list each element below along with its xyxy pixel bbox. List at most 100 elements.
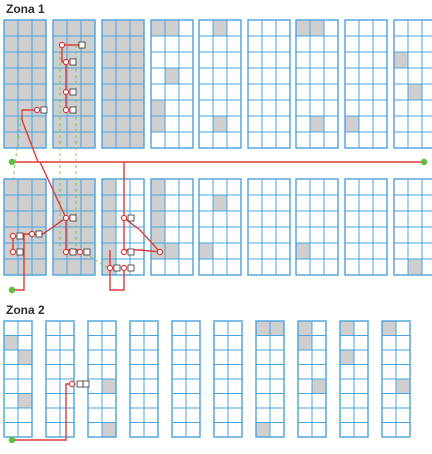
shelf-cell bbox=[353, 320, 369, 336]
shelf-cell bbox=[295, 258, 311, 276]
shelf-cell bbox=[164, 226, 180, 244]
shelf-cell bbox=[297, 335, 313, 351]
shelf-cell bbox=[269, 393, 285, 409]
shelf-cell bbox=[129, 194, 145, 212]
square-tag-icon bbox=[69, 106, 77, 114]
shelf-cell bbox=[309, 242, 325, 260]
circle-marker-icon bbox=[9, 232, 17, 240]
shelf-cell bbox=[295, 226, 311, 244]
shelf-cell bbox=[261, 19, 277, 37]
shelf-cell bbox=[171, 364, 187, 380]
shelf-cell bbox=[185, 378, 201, 394]
shelf-cell bbox=[344, 210, 360, 228]
shelf-cell bbox=[52, 258, 68, 276]
shelf-cell bbox=[269, 378, 285, 394]
shelf-cell bbox=[115, 83, 131, 101]
shelf-cell bbox=[295, 131, 311, 149]
shelf-cell bbox=[212, 178, 228, 196]
shelf-cell bbox=[261, 226, 277, 244]
shelf-cell bbox=[311, 320, 327, 336]
shelf-cell bbox=[17, 178, 33, 196]
shelf-cell bbox=[178, 210, 194, 228]
shelf-cell bbox=[185, 320, 201, 336]
shelf-cell bbox=[353, 378, 369, 394]
shelf-cell bbox=[3, 115, 19, 133]
shelf-cell bbox=[311, 349, 327, 365]
shelf-cell bbox=[185, 364, 201, 380]
shelf-cell bbox=[17, 320, 33, 336]
shelf-cell bbox=[261, 99, 277, 117]
shelf-cell bbox=[227, 393, 243, 409]
shelf-cell bbox=[269, 407, 285, 423]
square-tag-icon bbox=[127, 214, 135, 222]
shelf-cell bbox=[226, 226, 242, 244]
zone2-shelf-9 bbox=[339, 320, 369, 438]
circle-marker-icon bbox=[28, 230, 36, 238]
shelf-cell bbox=[17, 19, 33, 37]
shelf-cell bbox=[213, 335, 229, 351]
shelf-cell bbox=[372, 258, 388, 276]
shelf-cell bbox=[17, 364, 33, 380]
zone2-shelf-6 bbox=[213, 320, 243, 438]
shelf-cell bbox=[358, 83, 374, 101]
shelf-cell bbox=[178, 51, 194, 69]
shelf-cell bbox=[150, 226, 166, 244]
shelf-cell bbox=[339, 378, 355, 394]
shelf-cell bbox=[372, 131, 388, 149]
shelf-cell bbox=[407, 35, 423, 53]
shelf-cell bbox=[150, 35, 166, 53]
shelf-cell bbox=[31, 178, 47, 196]
shelf-cell bbox=[407, 258, 423, 276]
shelf-cell bbox=[17, 378, 33, 394]
shelf-cell bbox=[3, 35, 19, 53]
shelf-cell bbox=[171, 422, 187, 438]
zone1-bottom-shelf-6 bbox=[247, 178, 291, 276]
shelf-cell bbox=[323, 35, 339, 53]
shelf-cell bbox=[3, 194, 19, 212]
shelf-cell bbox=[178, 19, 194, 37]
green-dot-icon bbox=[420, 158, 428, 166]
shelf-cell bbox=[3, 407, 19, 423]
shelf-cell bbox=[101, 226, 117, 244]
shelf-cell bbox=[66, 131, 82, 149]
shelf-cell bbox=[150, 99, 166, 117]
shelf-cell bbox=[395, 407, 411, 423]
shelf-cell bbox=[269, 422, 285, 438]
square-tag-icon bbox=[113, 264, 121, 272]
shelf-outline bbox=[101, 178, 145, 276]
route-top-left bbox=[21, 109, 39, 163]
shelf-cell bbox=[421, 99, 432, 117]
shelf-cell bbox=[171, 393, 187, 409]
shelf-cell bbox=[309, 194, 325, 212]
shelf-cell bbox=[344, 178, 360, 196]
shelf-cell bbox=[407, 226, 423, 244]
shelf-cell bbox=[372, 194, 388, 212]
shelf-cell bbox=[178, 115, 194, 133]
shelf-cell bbox=[275, 115, 291, 133]
shelf-cell bbox=[393, 210, 409, 228]
shelf-outline bbox=[295, 178, 339, 276]
shelf-cell bbox=[421, 131, 432, 149]
shelf-cell bbox=[178, 67, 194, 85]
shelf-cell bbox=[311, 378, 327, 394]
shelf-cell bbox=[31, 67, 47, 85]
shelf-cell bbox=[247, 194, 263, 212]
shelf-cell bbox=[295, 19, 311, 37]
shelf-cell bbox=[372, 178, 388, 196]
shelf-cell bbox=[129, 35, 145, 53]
shelf-cell bbox=[198, 67, 214, 85]
shelf-cell bbox=[339, 364, 355, 380]
shelf-cell bbox=[421, 115, 432, 133]
shelf-cell bbox=[80, 258, 96, 276]
shelf-cell bbox=[226, 115, 242, 133]
shelf-cell bbox=[227, 364, 243, 380]
shelf-cell bbox=[323, 258, 339, 276]
shelf-cell bbox=[226, 210, 242, 228]
shelf-cell bbox=[115, 51, 131, 69]
shelf-cell bbox=[164, 51, 180, 69]
shelf-cell bbox=[295, 115, 311, 133]
square-tag-icon bbox=[69, 248, 77, 256]
shelf-cell bbox=[255, 422, 271, 438]
shelf-outline bbox=[247, 178, 291, 276]
shelf-cell bbox=[421, 178, 432, 196]
